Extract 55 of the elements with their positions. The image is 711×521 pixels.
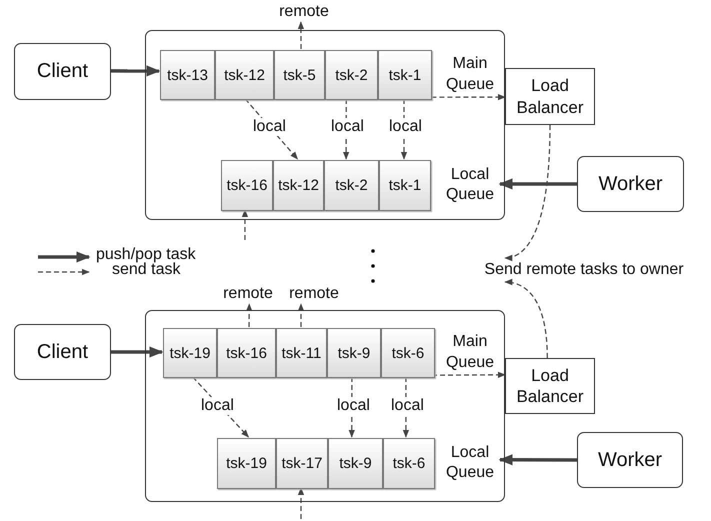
container-box [145, 310, 505, 502]
process-box: Client [14, 43, 111, 100]
task-cell: tsk-2 [325, 50, 378, 100]
arrow [246, 303, 252, 327]
arrow [504, 124, 551, 260]
node-text: remote [217, 284, 279, 304]
process-box: Worker [577, 432, 683, 488]
queue-label: Main Queue [444, 54, 496, 95]
edge-label: local [336, 397, 371, 415]
node-text: remote [283, 284, 345, 304]
legend-label: send task [112, 261, 180, 279]
task-cell: tsk-11 [276, 328, 327, 378]
arrow [504, 279, 548, 358]
task-cell: tsk-16 [217, 328, 276, 378]
queue-label: Local Queue [444, 164, 496, 206]
task-cell: tsk-12 [273, 160, 324, 211]
node-text: remote [273, 2, 335, 22]
legend-label: push/pop task [96, 246, 196, 263]
edge-label: local [200, 397, 235, 415]
arrow [111, 65, 160, 77]
node-text: Send remote tasks to owner [468, 258, 700, 282]
task-cell: tsk-12 [215, 50, 274, 100]
task-cell: tsk-1 [378, 50, 432, 100]
arrow [431, 94, 506, 100]
process-box: Client [14, 324, 111, 380]
arrow [498, 454, 577, 466]
task-cell: tsk-5 [274, 50, 325, 100]
arrow [298, 303, 304, 327]
edge-label: local [390, 397, 425, 415]
task-cell: tsk-19 [217, 438, 276, 489]
queue-label: Local Queue [444, 442, 496, 484]
process-box: Load Balancer [505, 68, 595, 125]
container-box [145, 30, 505, 220]
edge-label: local [388, 118, 423, 136]
task-cell: tsk-13 [160, 50, 215, 100]
task-cell: tsk-6 [381, 328, 435, 378]
task-cell: tsk-16 [221, 160, 273, 211]
arrow [432, 372, 506, 378]
arrow [298, 21, 304, 49]
task-cell: tsk-2 [324, 160, 379, 211]
edge-label: local [252, 118, 287, 136]
queue-label: Main Queue [444, 332, 496, 373]
task-cell: tsk-19 [163, 328, 217, 378]
arrow [298, 487, 304, 519]
arrow [498, 178, 577, 190]
process-box: Worker [577, 156, 684, 212]
arrow [111, 346, 164, 358]
edge-label: local [330, 118, 365, 136]
task-cell: tsk-6 [383, 438, 435, 489]
task-cell: tsk-1 [379, 160, 431, 211]
process-box: Load Balancer [505, 358, 595, 414]
task-cell: tsk-9 [328, 438, 383, 489]
task-cell: tsk-9 [327, 328, 381, 378]
arrow [242, 209, 248, 240]
task-cell: tsk-17 [276, 438, 328, 489]
